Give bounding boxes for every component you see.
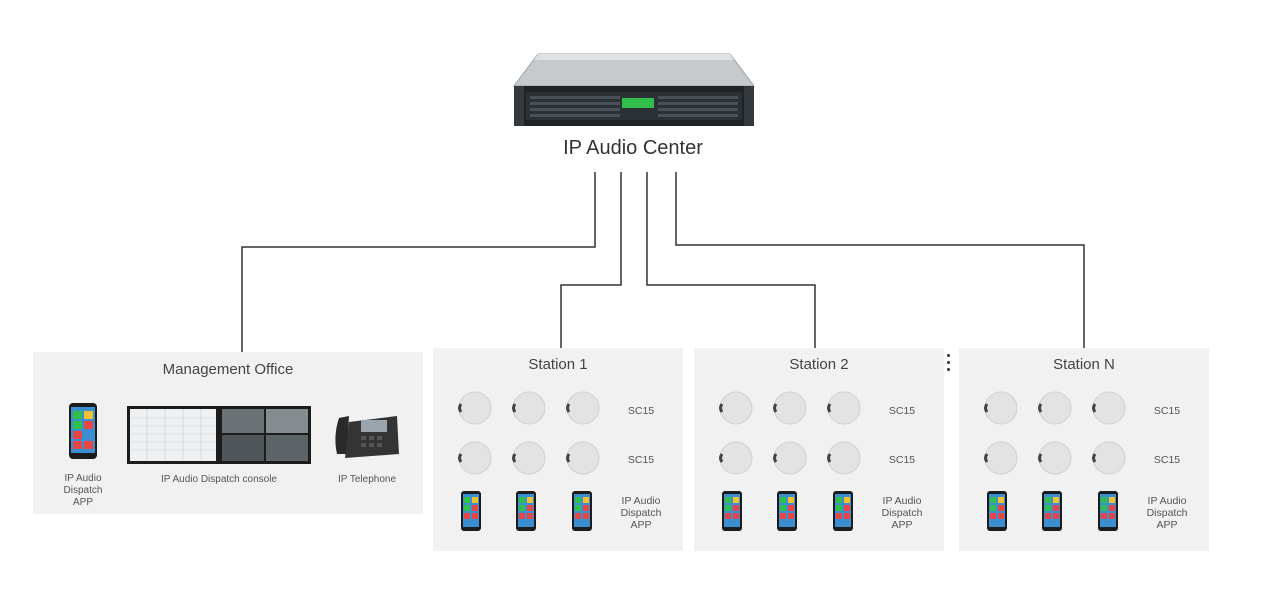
speaker-icon — [773, 391, 807, 425]
speaker-row-label: SC15 — [1153, 454, 1181, 466]
speaker-row-label: SC15 — [1153, 405, 1181, 417]
speaker-icon — [719, 441, 753, 475]
speaker-icon — [512, 391, 546, 425]
mobile-app-icon — [833, 491, 853, 531]
management-office-title: Management Office — [162, 361, 294, 378]
mobile-app-icon — [461, 491, 481, 531]
speaker-icon — [984, 441, 1018, 475]
wire-station-2 — [646, 172, 816, 348]
station-panel: Station 2 SC15 SC15 IP Audio Dispatch AP… — [694, 348, 944, 551]
speaker-icon — [566, 441, 600, 475]
station-title: Station 2 — [789, 356, 849, 373]
management-app-label: IP Audio Dispatch APP — [63, 473, 103, 508]
mobile-app-icon — [516, 491, 536, 531]
dispatch-console-icon — [127, 406, 311, 464]
speaker-icon — [458, 441, 492, 475]
speaker-icon — [1092, 391, 1126, 425]
dispatch-console-label: IP Audio Dispatch console — [160, 474, 277, 485]
ip-telephone-label: IP Telephone — [337, 474, 397, 485]
station-title: Station N — [1053, 356, 1115, 373]
station-app-label: IP Audio Dispatch APP — [881, 495, 923, 531]
management-office-panel: Management Office IP Audio Dispatch APP … — [33, 352, 423, 514]
mobile-app-icon — [1098, 491, 1118, 531]
station-panel: Station 1 SC15 SC15 IP Audio Dispatch AP… — [433, 348, 683, 551]
ip-telephone-icon — [335, 416, 399, 458]
speaker-icon — [1092, 441, 1126, 475]
wire-station-1 — [560, 172, 622, 348]
wire-management — [241, 172, 596, 352]
speaker-icon — [719, 391, 753, 425]
speaker-row-label: SC15 — [627, 454, 655, 466]
server-icon — [513, 53, 755, 126]
speaker-row-label: SC15 — [627, 405, 655, 417]
speaker-icon — [458, 391, 492, 425]
station-title: Station 1 — [528, 356, 588, 373]
center-title: IP Audio Center — [563, 137, 703, 159]
station-app-label: IP Audio Dispatch APP — [1146, 495, 1188, 531]
speaker-icon — [512, 441, 546, 475]
speaker-icon — [827, 441, 861, 475]
speaker-row-label: SC15 — [888, 454, 916, 466]
speaker-icon — [984, 391, 1018, 425]
mobile-app-icon — [69, 403, 97, 459]
mobile-app-icon — [572, 491, 592, 531]
mobile-app-icon — [777, 491, 797, 531]
mobile-app-icon — [1042, 491, 1062, 531]
speaker-icon — [1038, 441, 1072, 475]
speaker-icon — [773, 441, 807, 475]
more-stations-ellipsis — [947, 354, 951, 375]
station-panel: Station N SC15 SC15 IP Audio Dispatch AP… — [959, 348, 1209, 551]
speaker-icon — [566, 391, 600, 425]
speaker-icon — [1038, 391, 1072, 425]
speaker-icon — [827, 391, 861, 425]
speaker-row-label: SC15 — [888, 405, 916, 417]
station-app-label: IP Audio Dispatch APP — [620, 495, 662, 531]
mobile-app-icon — [987, 491, 1007, 531]
mobile-app-icon — [722, 491, 742, 531]
wire-station-n — [675, 172, 1085, 348]
